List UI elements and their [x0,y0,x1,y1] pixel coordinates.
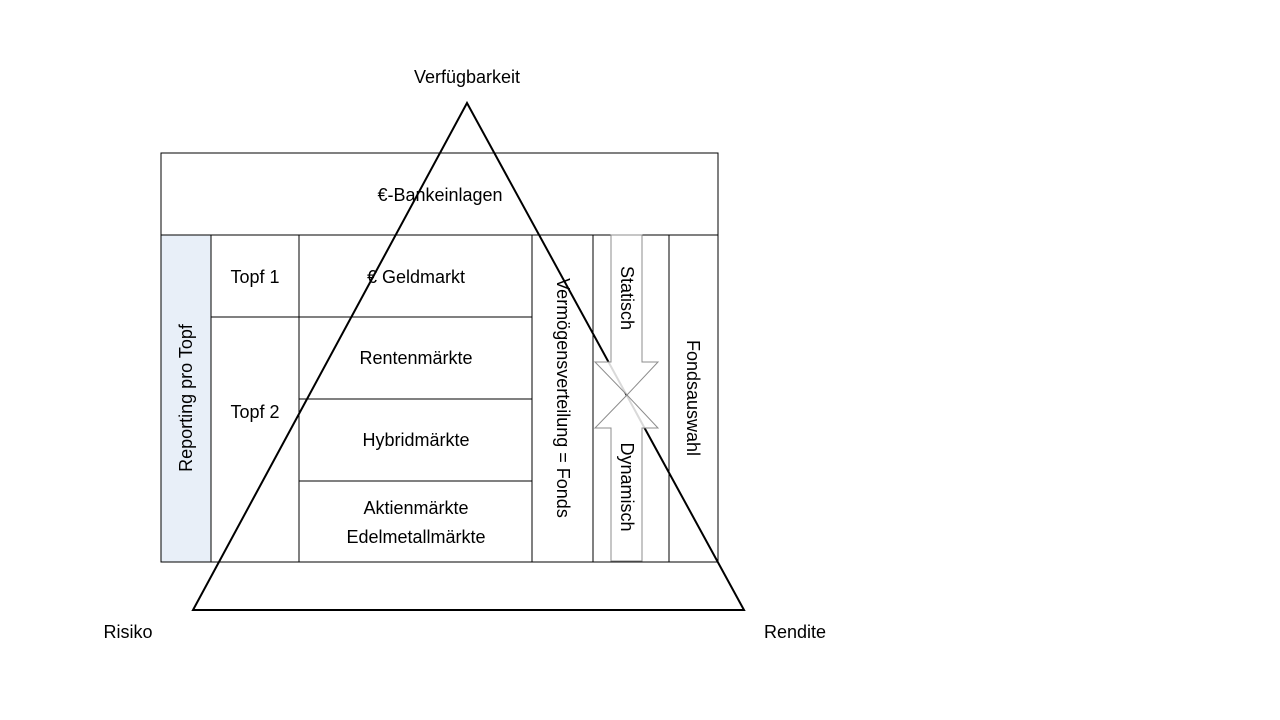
label-return: Rendite [764,622,826,642]
money-market-label: € Geldmarkt [367,267,465,287]
asset-table [160,152,719,563]
dynamic-label: Dynamisch [617,442,637,531]
risk-return-triangle [191,100,746,611]
precious-metals-label: Edelmetallmärkte [346,527,485,547]
dynamic-arrow [593,394,660,562]
hybrid-markets-label: Hybridmärkte [362,430,469,450]
fund-selection-label: Fondsauswahl [683,340,703,456]
label-risk: Risiko [103,622,152,642]
topf2-label: Topf 2 [230,402,279,422]
allocation-label: Vermögensverteilung = Fonds [553,278,573,518]
static-label: Statisch [617,266,637,330]
equity-markets-label: Aktienmärkte [363,498,468,518]
reporting-label: Reporting pro Topf [176,323,196,472]
label-availability: Verfügbarkeit [414,67,520,87]
bank-deposits-label: €-Bankeinlagen [377,185,502,205]
topf1-label: Topf 1 [230,267,279,287]
static-arrow [593,234,660,396]
bond-markets-label: Rentenmärkte [359,348,472,368]
